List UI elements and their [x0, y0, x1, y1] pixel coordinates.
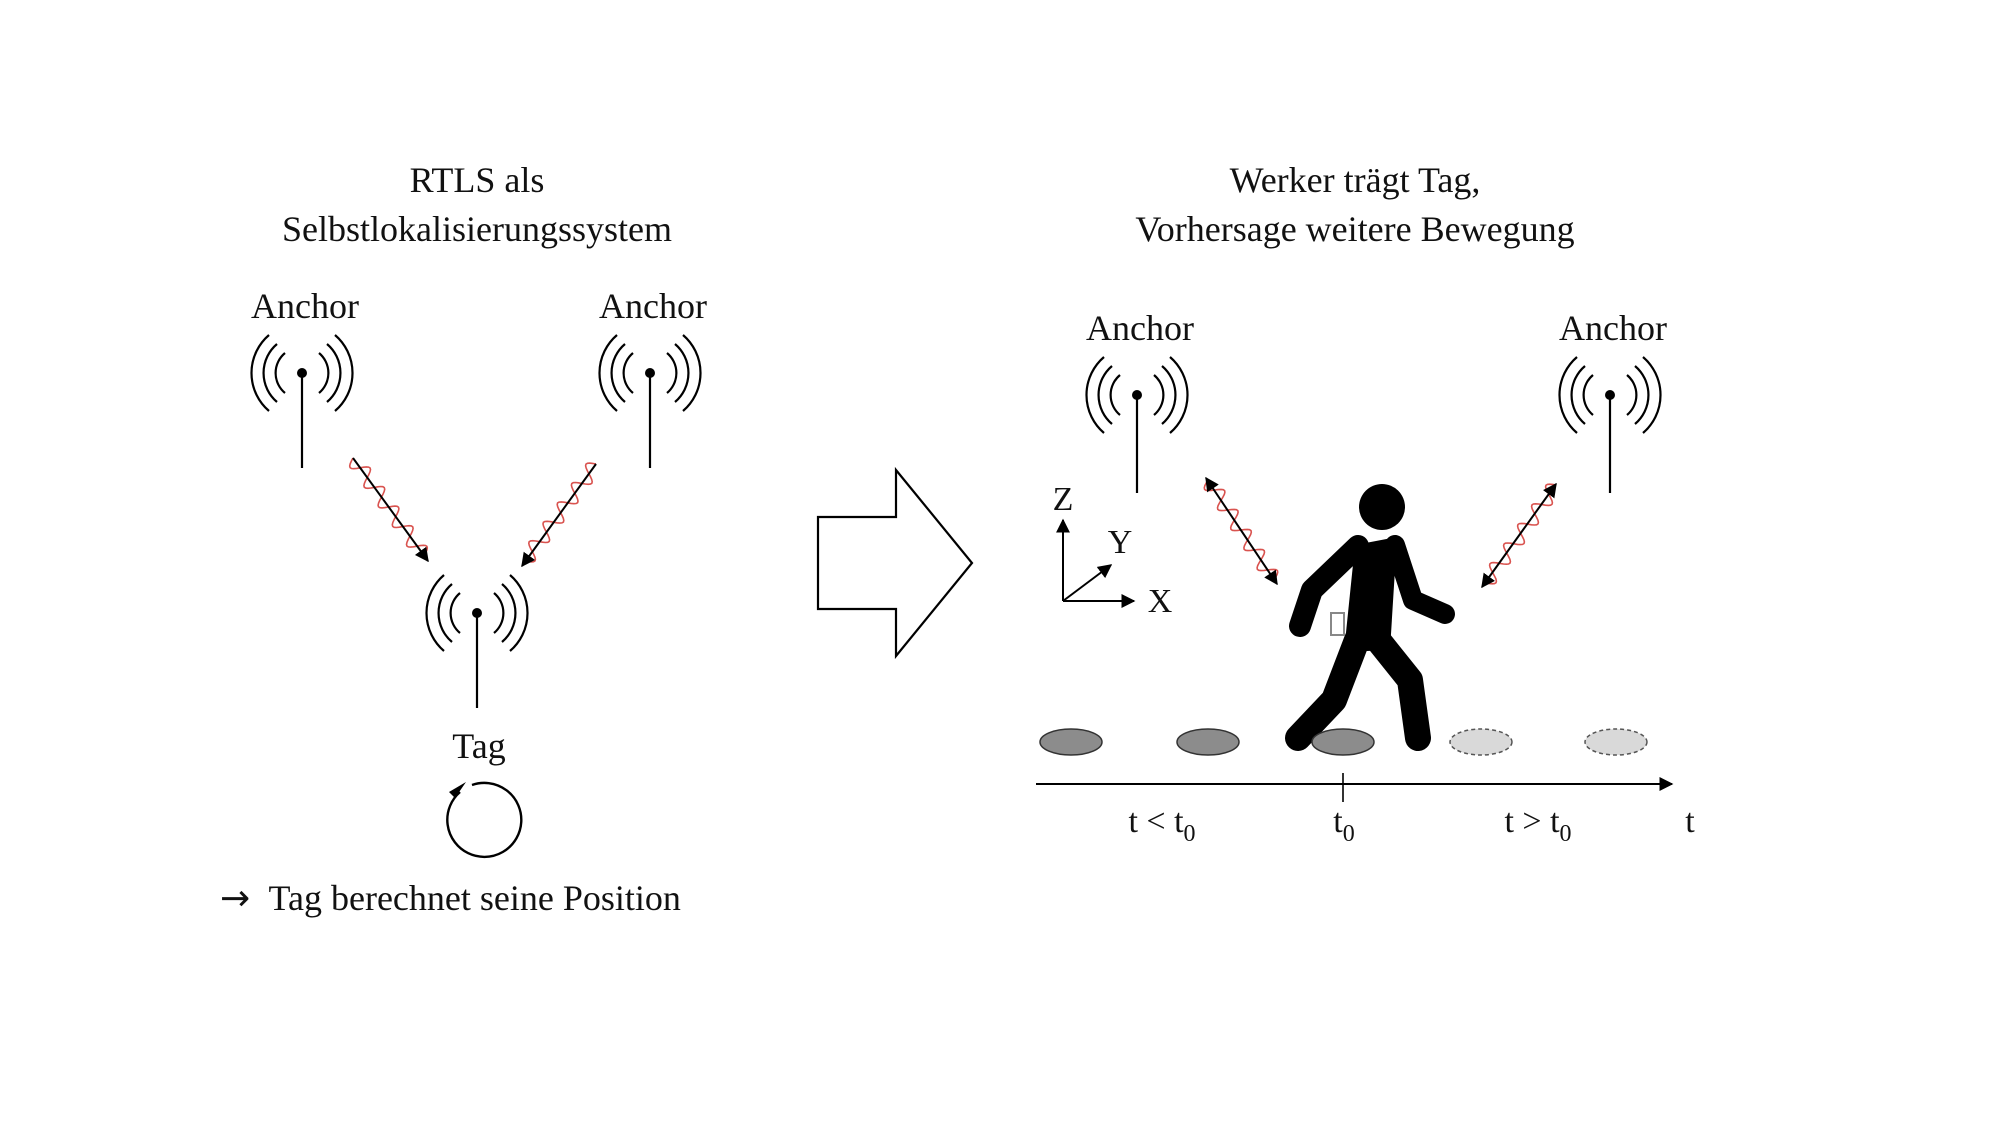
left-anchor-1-label: Anchor: [251, 286, 359, 326]
time-label-now: t0: [1333, 803, 1354, 847]
right-title-line1: Werker trägt Tag,: [1230, 160, 1481, 200]
axis-x-label: X: [1148, 583, 1173, 620]
footprint-future-2: [1584, 728, 1648, 756]
left-anchor-2-label: Anchor: [599, 286, 707, 326]
left-panel: RTLS als Selbstlokalisierungssystem Anch…: [220, 160, 707, 919]
tag-label: Tag: [452, 726, 505, 766]
footprint-past-1: [1039, 728, 1103, 756]
conclusion-line: → Tag berechnet seine Position: [220, 878, 681, 919]
walking-person-icon: [1285, 484, 1455, 751]
footprints: [1039, 728, 1648, 756]
right-arrow-icon: →: [220, 878, 250, 919]
right-panel: Werker trägt Tag, Vorhersage weitere Bew…: [1036, 160, 1695, 847]
left-anchor-1-antenna-icon: [250, 333, 354, 470]
tag-antenna-icon: [425, 573, 529, 710]
footprint-past-2: [1176, 728, 1240, 756]
conclusion-text: Tag berechnet seine Position: [269, 878, 681, 918]
axis-y-label: Y: [1108, 524, 1133, 561]
right-title-line2: Vorhersage weitere Bewegung: [1135, 209, 1574, 249]
right-signal-arrow-2: [1481, 482, 1557, 589]
right-signal-arrow-1: [1203, 476, 1279, 586]
circular-arrow-icon: [446, 781, 523, 859]
big-right-arrow-icon: [816, 466, 974, 660]
left-title-line2: Selbstlokalisierungssystem: [282, 209, 672, 249]
time-axis: t < t0 t0 t > t0 t: [1036, 773, 1695, 847]
right-anchor-2-antenna-icon: [1558, 355, 1662, 495]
time-axis-label: t: [1685, 803, 1695, 840]
left-anchor-2-antenna-icon: [598, 333, 702, 470]
right-anchor-1-antenna-icon: [1085, 355, 1189, 495]
left-signal-arrow-2: [521, 462, 597, 568]
coordinate-axes: Z Y X: [1053, 481, 1173, 620]
footprint-current: [1311, 728, 1375, 756]
left-signal-arrow-1: [348, 457, 429, 563]
axis-z-label: Z: [1053, 481, 1074, 518]
time-label-after: t > t0: [1504, 803, 1571, 847]
footprint-future-1: [1449, 728, 1513, 756]
time-label-before: t < t0: [1128, 803, 1195, 847]
right-anchor-1-label: Anchor: [1086, 308, 1194, 348]
left-title-line1: RTLS als: [410, 160, 545, 200]
worn-tag-icon: [1330, 612, 1345, 636]
right-anchor-2-label: Anchor: [1559, 308, 1667, 348]
